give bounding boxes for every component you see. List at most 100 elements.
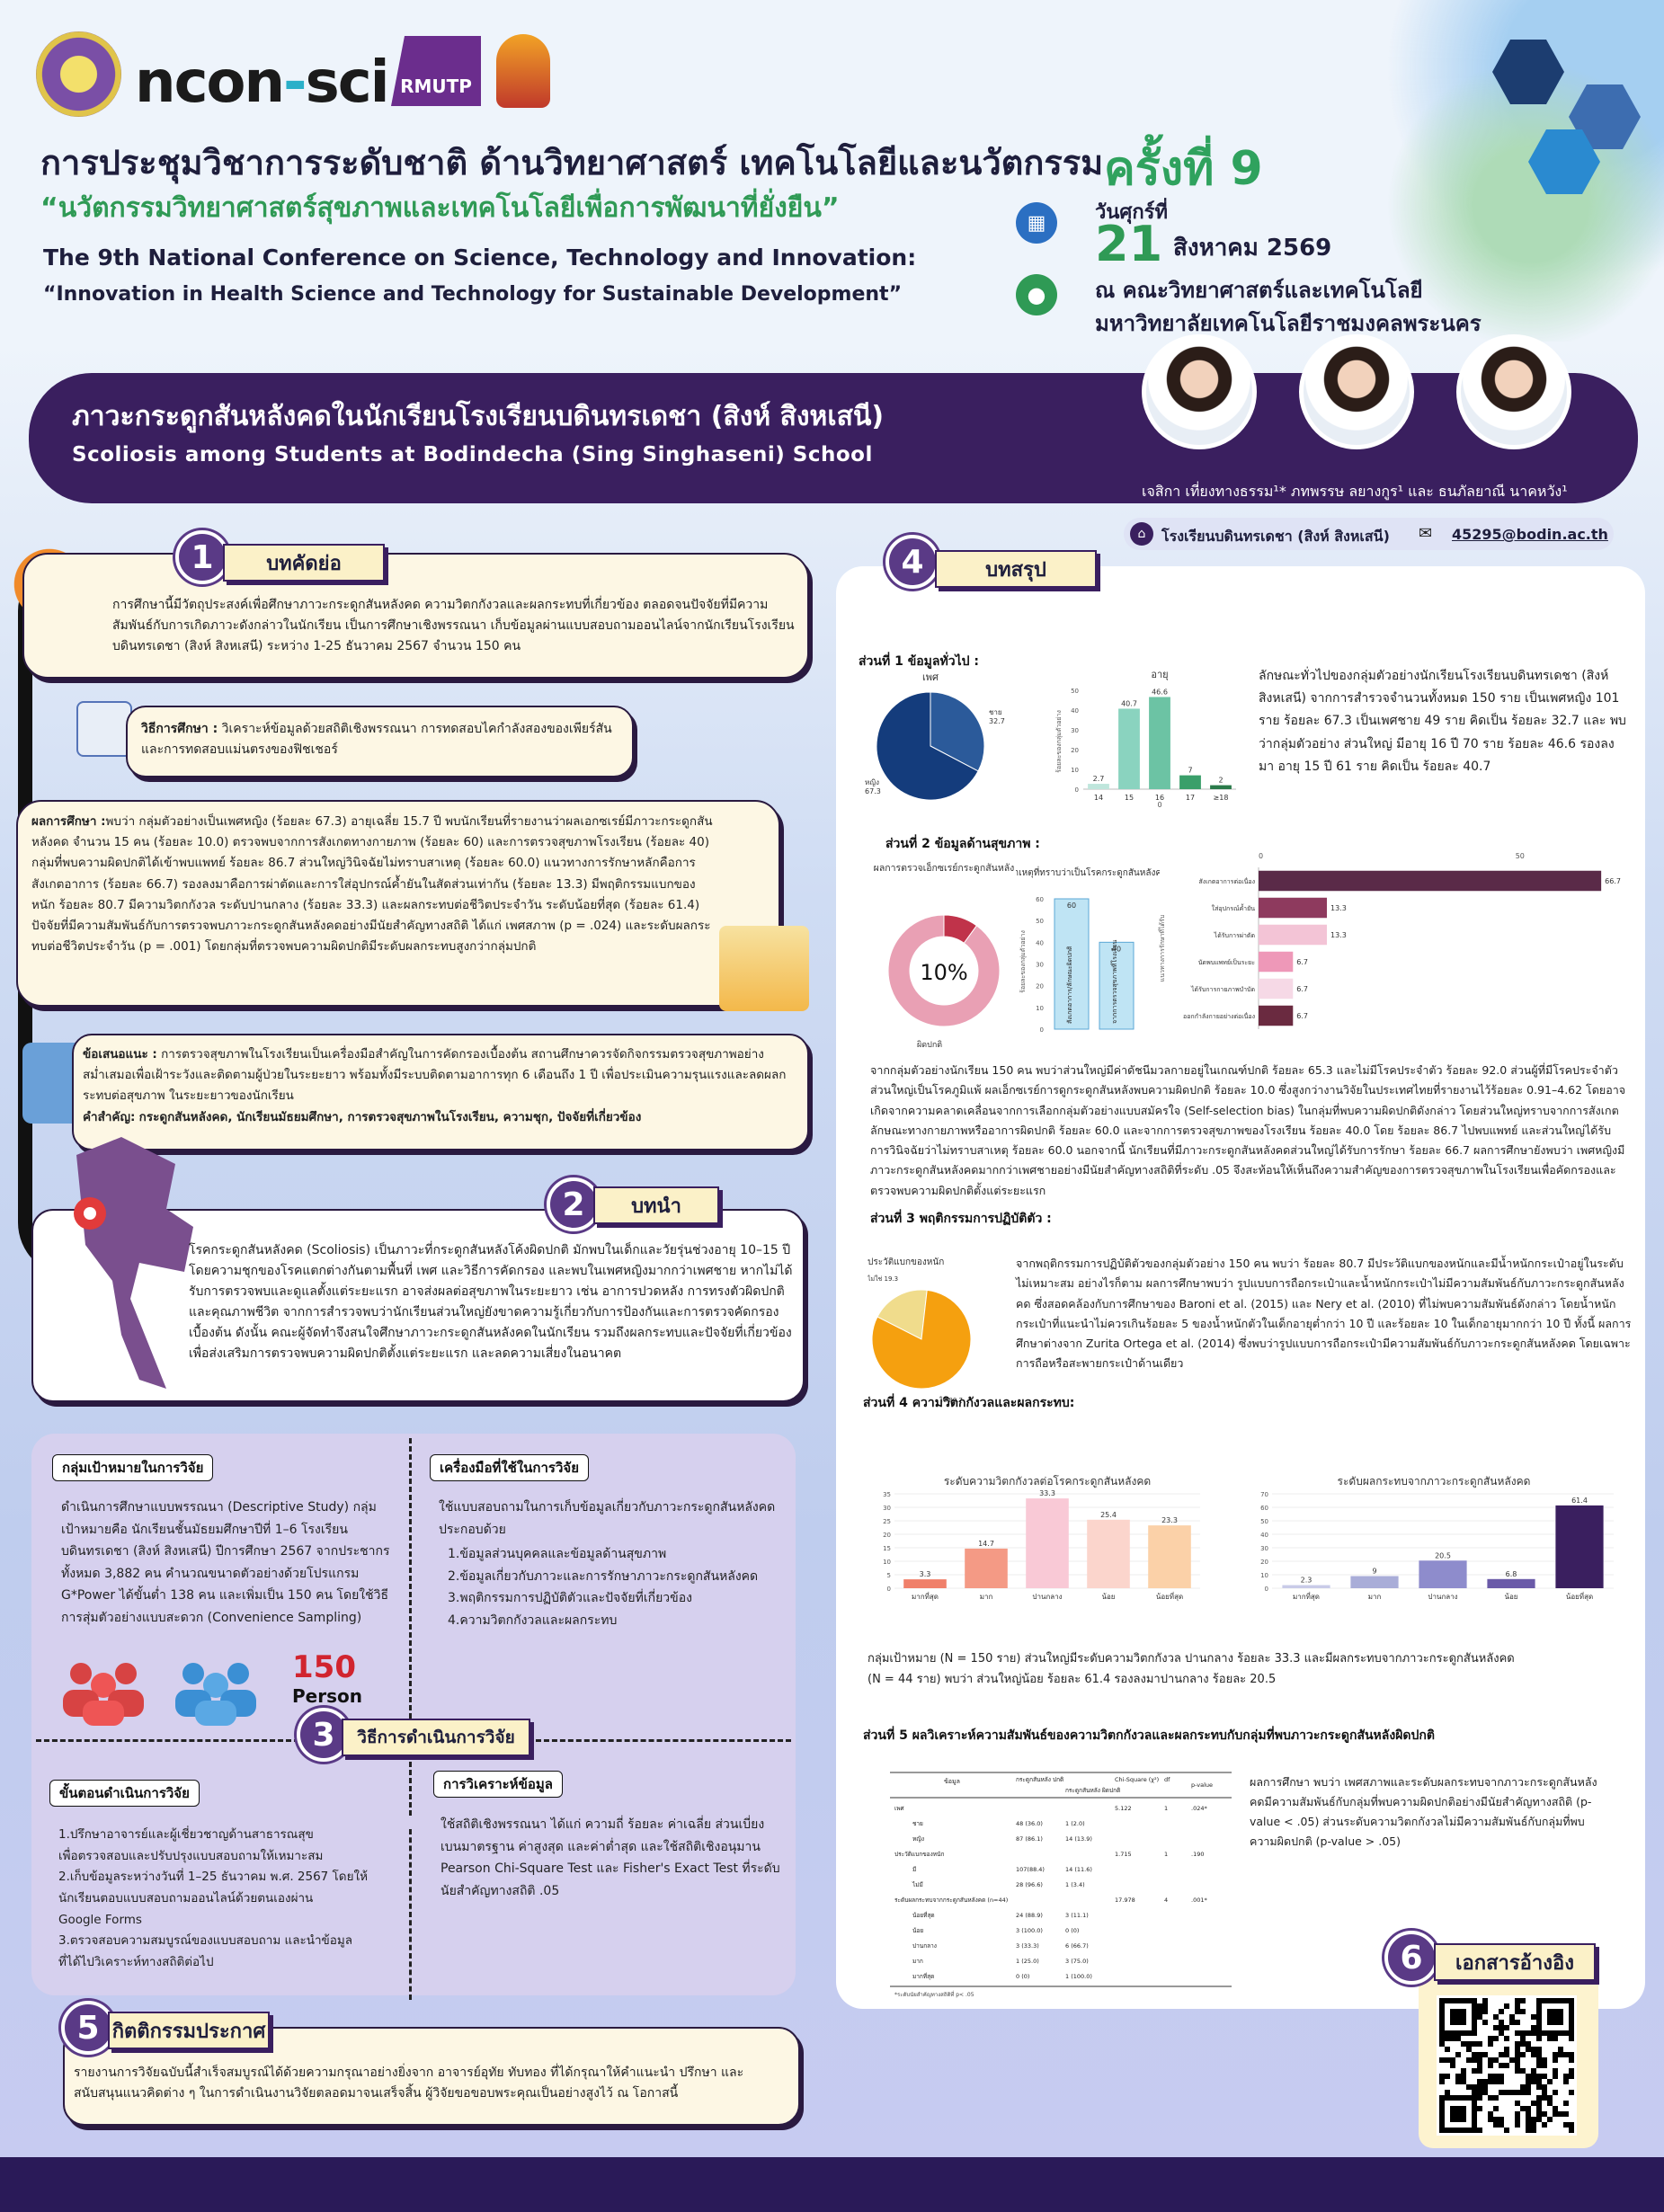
table-cell: .190 — [1191, 1851, 1204, 1858]
qr-module — [1547, 2079, 1553, 2084]
table-cell: 87 (86.1) — [1016, 1835, 1043, 1843]
qr-module — [1477, 2052, 1482, 2057]
qr-module — [1558, 2111, 1563, 2117]
tick-label: 20 — [1036, 983, 1044, 991]
qr-module — [1542, 2111, 1547, 2117]
qr-module — [1488, 2111, 1493, 2117]
research-tools-intro: ใช้แบบสอบถามในการเก็บข้อมูลเกี่ยวกับภาวะ… — [439, 1500, 776, 1537]
tick-label: 0 — [1040, 1026, 1044, 1034]
table-note: *ระดับนัยสำคัญทางสถิติที่ p< .05 — [894, 1991, 974, 1998]
qr-module — [1547, 2095, 1553, 2101]
qr-module — [1553, 2074, 1558, 2079]
tick-label: 10 — [1071, 767, 1079, 774]
abstract-box — [22, 553, 809, 679]
qr-module — [1536, 2101, 1542, 2106]
target-group-text: ดำเนินการศึกษาแบบพรรณนา (Descriptive Stu… — [61, 1500, 390, 1625]
qr-module — [1515, 2111, 1520, 2117]
bar — [1259, 897, 1327, 919]
table-cell: 0 (0) — [1065, 1927, 1079, 1934]
tick-label: 0 — [887, 1586, 891, 1593]
data-label: 40.7 — [1121, 699, 1137, 707]
procedure-label: ขั้นตอนดำเนินการวิจัย — [49, 1780, 200, 1807]
qr-module — [1482, 2020, 1488, 2025]
qr-module — [1455, 2106, 1461, 2111]
qr-module — [1466, 2041, 1472, 2047]
table-cell: น้อยที่สุด — [912, 1911, 935, 1919]
qr-module — [1547, 2009, 1553, 2014]
impact-bar-chart: 0102030405060702.3มากที่สุด9มาก20.5ปานกล… — [1260, 1475, 1614, 1601]
qr-module — [1461, 2014, 1466, 2020]
data-label: 14.7 — [978, 1540, 994, 1548]
email-link[interactable]: 45295@bodin.ac.th — [1452, 526, 1608, 543]
center-label: 10% — [920, 960, 967, 985]
table-cell: 107(88.4) — [1016, 1866, 1045, 1873]
chart-title: ผลการตรวจเอ็กซเรย์กระดูกสันหลัง — [874, 861, 1015, 874]
bar — [1259, 951, 1294, 973]
qr-module — [1466, 2128, 1472, 2133]
tick-label: 5 — [887, 1572, 891, 1579]
pie-slice — [876, 691, 979, 801]
qr-module — [1526, 2047, 1531, 2052]
qr-module — [1509, 2020, 1515, 2025]
table-cell: 4 — [1164, 1897, 1168, 1904]
qr-module — [1493, 2025, 1499, 2030]
conference-title-en: The 9th National Conference on Science, … — [43, 244, 917, 271]
section-title-introduction: บทนำ — [593, 1186, 719, 1224]
results-box — [16, 800, 780, 1007]
table-cell: 3 (75.0) — [1065, 1958, 1089, 1965]
qr-module — [1558, 2014, 1563, 2020]
part3-text: จากพฤติกรรมการปฏิบัติตัวของกลุ่มตัวอย่าง… — [1016, 1257, 1632, 1371]
qr-module — [1536, 2047, 1542, 2052]
chart-board-icon — [76, 701, 132, 757]
qr-module — [1450, 2036, 1455, 2041]
reference-qr-code[interactable] — [1437, 1995, 1577, 2136]
category-label: มาก — [980, 1593, 993, 1601]
qr-module — [1569, 2068, 1574, 2074]
tick-label: 50 — [1516, 852, 1525, 860]
qr-module — [1472, 2003, 1477, 2009]
qr-module — [1439, 2014, 1445, 2020]
qr-module — [1520, 2030, 1526, 2036]
sample-size-count: 150 — [292, 1649, 356, 1685]
mail-icon: ✉ — [1419, 524, 1433, 543]
qr-module — [1547, 2036, 1553, 2041]
qr-module — [1439, 2009, 1445, 2014]
xray-donut-chart: ผลการตรวจเอ็กซเรย์กระดูกสันหลัง 10% ผิดปกต… — [874, 861, 1015, 1050]
bar — [1099, 941, 1135, 1030]
qr-module — [1569, 2025, 1574, 2030]
qr-module — [1477, 2014, 1482, 2020]
school-name: โรงเรียนบดินทรเดชา (สิงห์ สิงหเสนี) — [1161, 528, 1390, 545]
category-label: สังเกตอาการ/ลักษณะผิดปกติ — [1066, 946, 1073, 1024]
qr-module — [1531, 2014, 1536, 2020]
qr-module — [1439, 2095, 1445, 2101]
table-cell: 14 (13.9) — [1065, 1835, 1092, 1843]
location-pin-icon: ● — [1016, 274, 1057, 315]
author-list: เจสิกา เที่ยงทางธรรม¹* ภทพรรษ ลยางกูร¹ แ… — [1142, 483, 1568, 500]
qr-module — [1515, 1998, 1520, 2003]
footer-bar — [0, 2157, 1664, 2212]
qr-module — [1450, 1998, 1455, 2003]
qr-module — [1445, 2030, 1450, 2036]
tick-label: 0 — [1259, 852, 1263, 860]
qr-module — [1520, 2068, 1526, 2074]
qr-module — [1493, 2057, 1499, 2063]
qr-module — [1542, 2095, 1547, 2101]
qr-module — [1477, 2041, 1482, 2047]
bar — [1259, 978, 1294, 999]
bar — [1350, 1576, 1399, 1588]
qr-module — [1536, 2014, 1542, 2020]
qr-module — [1526, 2122, 1531, 2128]
pie-label: ผิดปกติ — [917, 1040, 942, 1050]
conclusion-panel — [836, 566, 1645, 2009]
school-icon: ⌂ — [1130, 522, 1153, 546]
category-label: 16 — [1155, 794, 1164, 802]
anxiety-bar-chart: 051015202530353.3มากที่สุด14.7มาก33.3ปาน… — [883, 1475, 1200, 1601]
table-cell: .001* — [1191, 1897, 1207, 1904]
category-label: มาก — [1368, 1593, 1382, 1601]
qr-module — [1515, 2068, 1520, 2074]
category-label: ออกกำลังกายอย่างต่อเนื่อง — [1183, 1012, 1255, 1020]
qr-module — [1445, 1998, 1450, 2003]
qr-module — [1450, 2095, 1455, 2101]
pie-slice — [876, 1289, 928, 1340]
